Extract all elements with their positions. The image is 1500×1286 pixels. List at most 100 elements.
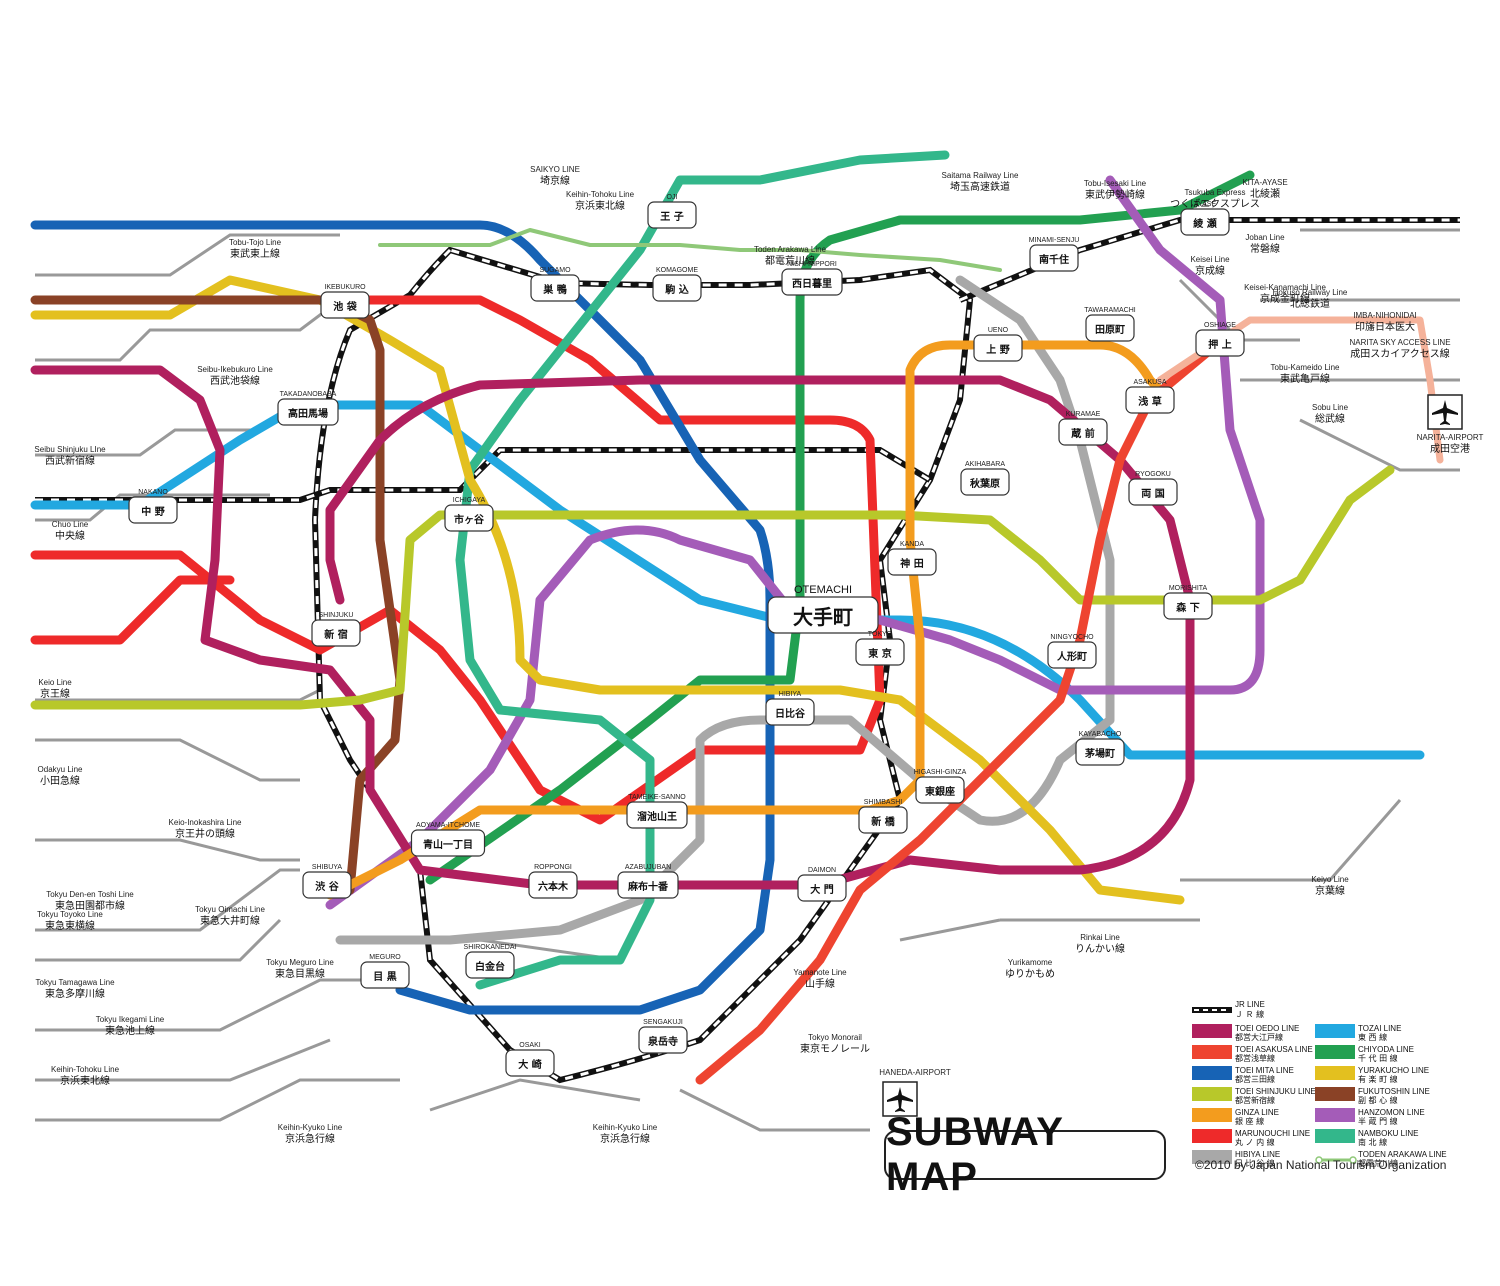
- svg-text:Tobu-Kameido Line: Tobu-Kameido Line: [1271, 363, 1340, 372]
- station-name-en: KANDA: [900, 541, 924, 548]
- station-komagome[interactable]: KOMAGOME 駒 込: [652, 267, 702, 302]
- svg-text:JR LINE: JR LINE: [1235, 1000, 1265, 1009]
- svg-text:NARITA-AIRPORT: NARITA-AIRPORT: [1417, 433, 1484, 442]
- svg-text:Tokyu Meguro Line: Tokyu Meguro Line: [266, 958, 334, 967]
- svg-text:東武伊勢崎線: 東武伊勢崎線: [1085, 188, 1145, 201]
- station-name-ja: 駒 込: [664, 283, 688, 296]
- station-name-ja: 白金台: [475, 960, 505, 973]
- svg-text:京浜東北線: 京浜東北線: [575, 199, 625, 212]
- asakusa-line: [695, 345, 1215, 1085]
- svg-text:埼玉高速鉄道: 埼玉高速鉄道: [950, 180, 1010, 193]
- svg-text:Keisei-Kanamachi Line: Keisei-Kanamachi Line: [1244, 283, 1326, 292]
- svg-text:Tokyo Monorail: Tokyo Monorail: [808, 1033, 862, 1042]
- station-name-en: KOMAGOME: [656, 267, 698, 274]
- metro-lines: [30, 150, 1444, 1085]
- station-name-ja: 両 国: [1141, 488, 1164, 500]
- svg-text:有 楽 町 線: 有 楽 町 線: [1358, 1074, 1398, 1084]
- station-name-en: HIBIYA: [779, 691, 802, 698]
- station-name-en: SHIMBASHI: [864, 799, 903, 806]
- station-name-ja: 浅 草: [1138, 395, 1161, 408]
- svg-text:Tokyu Toyoko Line: Tokyu Toyoko Line: [37, 910, 103, 919]
- svg-text:都営浅草線: 都営浅草線: [1235, 1053, 1275, 1063]
- svg-text:印旛日本医大: 印旛日本医大: [1355, 320, 1415, 333]
- svg-text:都電荒川線: 都電荒川線: [765, 254, 815, 267]
- toden-arakawa-line: [378, 228, 1002, 272]
- station-name-ja: 高田馬場: [288, 407, 328, 420]
- svg-text:山手線: 山手線: [805, 977, 835, 990]
- svg-text:西武池袋線: 西武池袋線: [210, 374, 260, 387]
- svg-text:東 西 線: 東 西 線: [1358, 1032, 1387, 1042]
- svg-text:京成線: 京成線: [1195, 264, 1225, 277]
- fukutoshin-line: [30, 295, 405, 895]
- station-name-ja: 大 崎: [518, 1058, 541, 1071]
- svg-text:TODEN ARAKAWA LINE: TODEN ARAKAWA LINE: [1358, 1150, 1447, 1159]
- svg-text:京王線: 京王線: [40, 687, 70, 700]
- station-name-ja: 池 袋: [333, 300, 357, 313]
- svg-text:東京モノレール: 東京モノレール: [800, 1042, 870, 1055]
- svg-text:IMBA-NIHONIDAI: IMBA-NIHONIDAI: [1353, 311, 1417, 320]
- station-name-en: ROPPONGI: [534, 864, 572, 871]
- station-name-ja: 中 野: [141, 505, 164, 518]
- svg-text:Tsukuba Express: Tsukuba Express: [1185, 188, 1246, 197]
- svg-text:成田空港: 成田空港: [1430, 442, 1470, 455]
- svg-text:Tokyu Ikegami Line: Tokyu Ikegami Line: [96, 1015, 165, 1024]
- svg-text:Tobu-Tojo Line: Tobu-Tojo Line: [229, 238, 282, 247]
- station-name-ja: 押 上: [1208, 338, 1231, 351]
- svg-text:副 都 心 線: 副 都 心 線: [1358, 1095, 1398, 1105]
- svg-text:Tokyu Den-en Toshi Line: Tokyu Den-en Toshi Line: [46, 890, 134, 899]
- namboku-line: [455, 150, 950, 990]
- svg-text:京浜急行線: 京浜急行線: [600, 1132, 650, 1145]
- station-name-ja: 目 黒: [373, 971, 396, 983]
- svg-text:Hokuso Railway Line: Hokuso Railway Line: [1273, 288, 1348, 297]
- station-name-en: OTEMACHI: [794, 584, 852, 596]
